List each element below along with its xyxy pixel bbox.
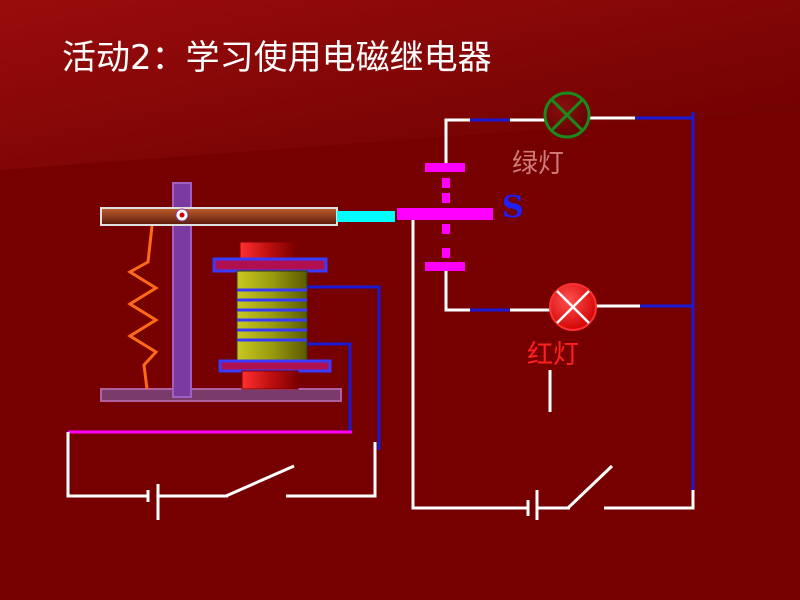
armature-lever bbox=[100, 207, 338, 226]
upper-contact-stem-1 bbox=[442, 178, 450, 188]
spring-icon bbox=[127, 225, 159, 390]
coil-windings bbox=[237, 288, 307, 342]
green-lamp-label: 绿灯 bbox=[512, 149, 565, 179]
switch-s-label: S bbox=[502, 190, 524, 225]
lower-fixed-contact bbox=[425, 262, 465, 271]
coil-bottom-flange bbox=[218, 359, 332, 373]
relay-base bbox=[100, 388, 342, 402]
coil-lead-bottom bbox=[307, 342, 352, 432]
core-top-cap bbox=[239, 241, 297, 261]
coil-lead-top bbox=[307, 285, 381, 450]
core-bottom-cap bbox=[241, 370, 299, 390]
green-lamp-icon bbox=[543, 91, 591, 139]
green-branch-wire bbox=[444, 118, 546, 163]
coil-top-flange bbox=[212, 257, 328, 273]
control-switch-blade bbox=[225, 464, 295, 498]
work-wire-right-bottom bbox=[604, 112, 695, 510]
red-branch-wire bbox=[444, 271, 550, 312]
red-lamp-icon bbox=[549, 283, 597, 331]
upper-fixed-contact bbox=[425, 163, 465, 172]
coil-body bbox=[236, 270, 308, 362]
red-lamp-label: 红灯 bbox=[527, 340, 580, 370]
armature-post bbox=[172, 182, 192, 398]
moving-contact bbox=[397, 208, 493, 220]
slide-title: 活动2：学习使用电磁继电器 bbox=[62, 38, 492, 78]
work-wire-common bbox=[411, 220, 528, 510]
lower-contact-stem-2 bbox=[442, 248, 450, 258]
control-wire-right bbox=[286, 442, 377, 498]
control-wire-left bbox=[66, 432, 148, 498]
upper-contact-stem-2 bbox=[442, 193, 450, 203]
lower-contact-stem-1 bbox=[442, 224, 450, 234]
insulating-link bbox=[337, 211, 395, 222]
work-switch-blade bbox=[566, 464, 614, 510]
